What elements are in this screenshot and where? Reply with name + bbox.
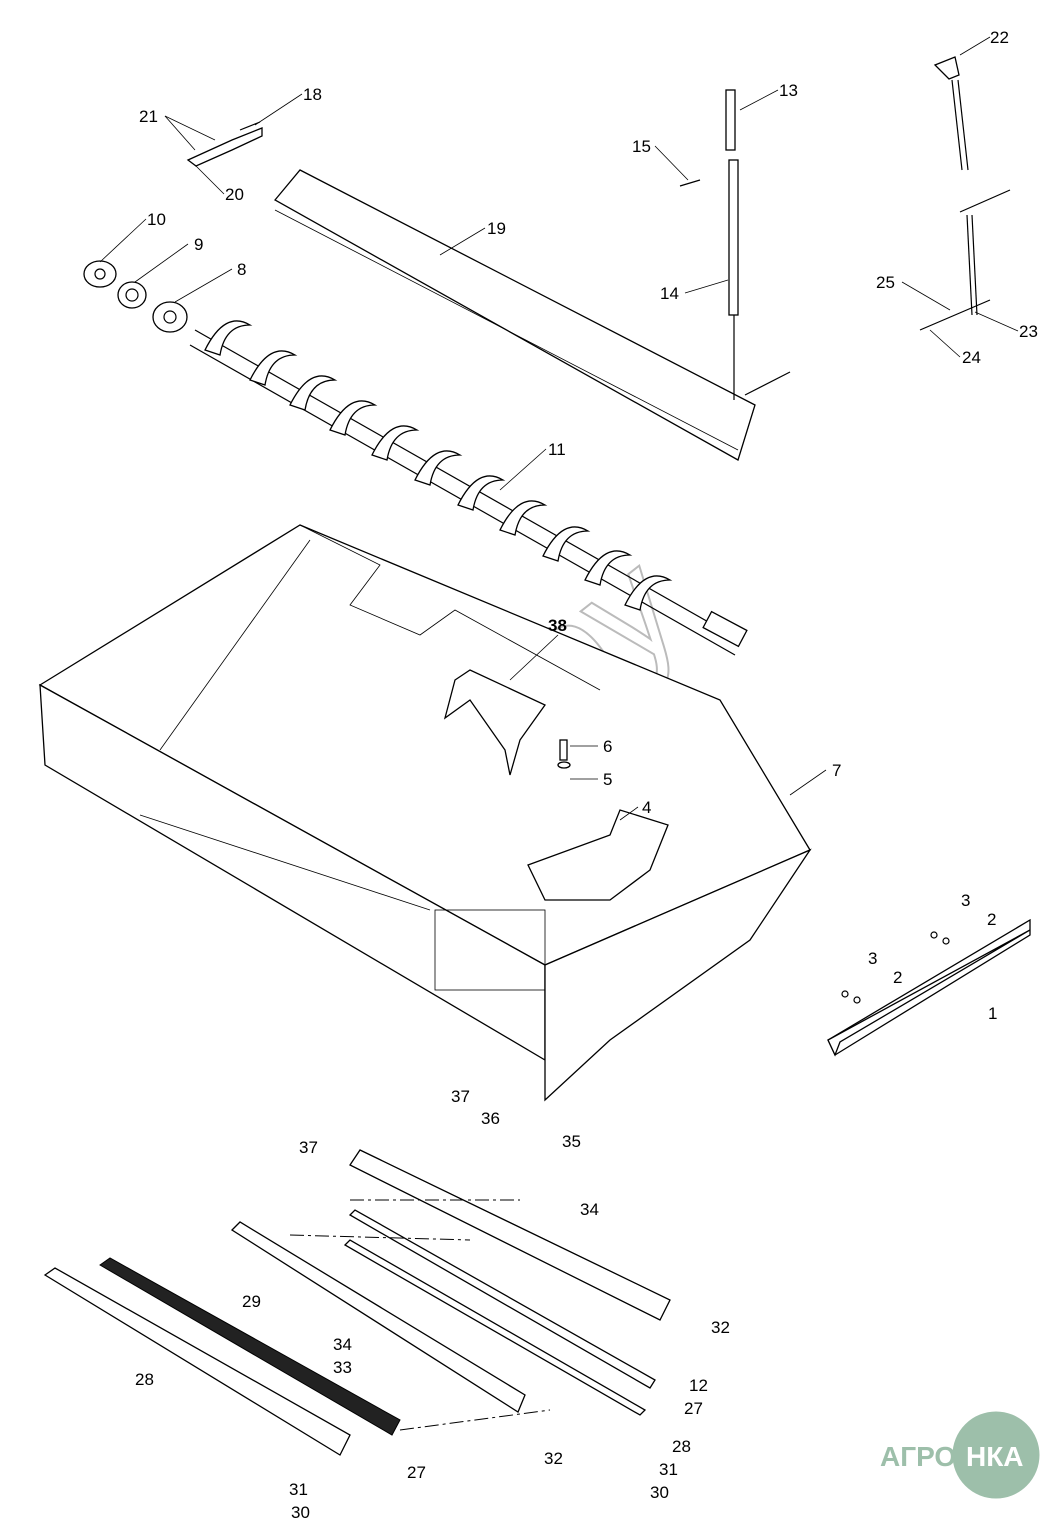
callout-18: 18 <box>303 85 322 104</box>
callout-13: 13 <box>779 81 798 100</box>
callout-30: 30 <box>291 1503 310 1521</box>
callout-6: 6 <box>603 737 612 756</box>
callout-11: 11 <box>548 440 566 459</box>
callout-7: 7 <box>832 761 841 780</box>
cutter-bar-assembly <box>43 1149 671 1456</box>
callout-29: 29 <box>242 1292 261 1311</box>
callout-30: 30 <box>650 1483 669 1502</box>
agronka-logo: АГРО НКА <box>880 1408 1043 1502</box>
callout-38: 38 <box>548 616 567 635</box>
wear-plate <box>527 739 669 901</box>
lever-assembly <box>919 56 1011 331</box>
callout-33: 33 <box>333 1358 352 1377</box>
callout-9: 9 <box>194 235 203 254</box>
callout-15: 15 <box>632 137 651 156</box>
callout-27: 27 <box>407 1463 426 1482</box>
callout-14: 14 <box>660 284 679 303</box>
header-body <box>38 524 812 1102</box>
bearing-flanges <box>83 260 188 333</box>
adjusting-rod <box>679 89 791 400</box>
callout-19: 19 <box>487 219 506 238</box>
logo-text-left: АГРО <box>880 1441 956 1472</box>
callout-2: 2 <box>987 910 996 929</box>
callout-3: 3 <box>868 949 877 968</box>
callout-37: 37 <box>299 1138 318 1157</box>
callout-34: 34 <box>333 1335 352 1354</box>
auger <box>189 320 748 656</box>
callout-24: 24 <box>962 348 981 367</box>
callout-27: 27 <box>684 1399 703 1418</box>
callout-4: 4 <box>642 798 651 817</box>
logo-text-right: НКА <box>966 1441 1024 1472</box>
callout-34: 34 <box>580 1200 599 1219</box>
callout-12: 12 <box>689 1376 708 1395</box>
callout-25: 25 <box>876 273 895 292</box>
callout-10: 10 <box>147 210 166 229</box>
callout-23: 23 <box>1019 322 1038 341</box>
callout-3: 3 <box>961 891 970 910</box>
callout-32: 32 <box>544 1449 563 1468</box>
callout-22: 22 <box>990 28 1009 47</box>
callout-31: 31 <box>289 1480 308 1499</box>
callout-2: 2 <box>893 968 902 987</box>
callout-21: 21 <box>139 107 158 126</box>
callout-28: 28 <box>672 1437 691 1456</box>
callout-35: 35 <box>562 1132 581 1151</box>
callout-37: 37 <box>451 1087 470 1106</box>
callout-36: 36 <box>481 1109 500 1128</box>
callout-20: 20 <box>225 185 244 204</box>
callout-labels: 22 13 18 21 15 20 19 10 9 8 14 25 23 24 … <box>135 28 1038 1521</box>
callout-1: 1 <box>988 1004 997 1023</box>
angle-bar <box>827 918 1031 1057</box>
deflector-panel <box>274 169 756 461</box>
support-bracket <box>443 669 546 776</box>
leader-lines <box>99 36 1019 821</box>
callout-28: 28 <box>135 1370 154 1389</box>
callout-31: 31 <box>659 1460 678 1479</box>
callout-32: 32 <box>711 1318 730 1337</box>
callout-5: 5 <box>603 770 612 789</box>
callout-8: 8 <box>237 260 246 279</box>
bracket <box>186 121 263 167</box>
